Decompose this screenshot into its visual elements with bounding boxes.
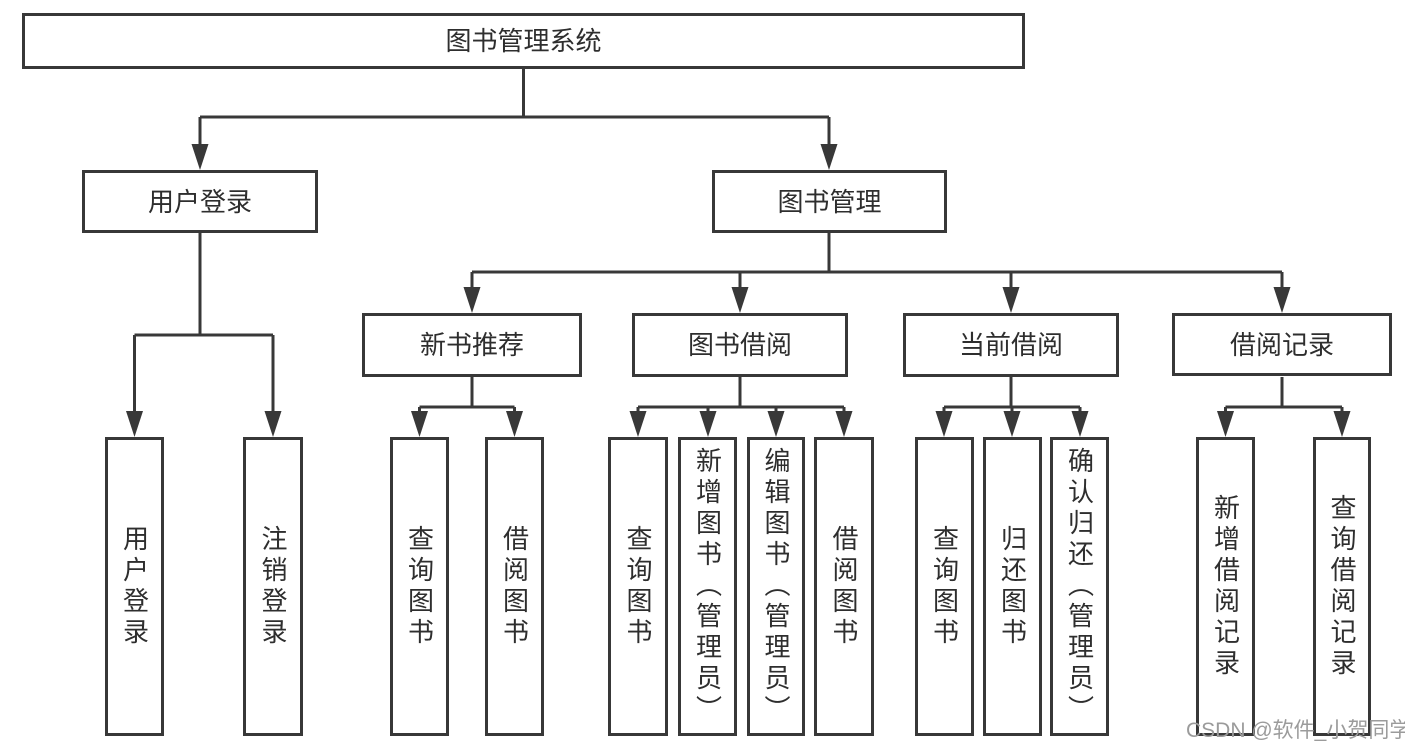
- leaf-return-book-label: 归还图书: [997, 524, 1028, 649]
- leaf-query-books-current-label: 查询图书: [929, 524, 960, 649]
- node-library-system-label: 图书管理系统: [445, 26, 602, 56]
- leaf-query-books-borrow: 查询图书: [608, 437, 668, 736]
- node-new-book-recommend: 新书推荐: [362, 313, 582, 377]
- node-book-borrow: 图书借阅: [632, 313, 848, 377]
- node-book-management-label: 图书管理: [777, 186, 882, 217]
- leaf-user-login-label: 用户登录: [119, 524, 150, 649]
- node-book-management: 图书管理: [712, 170, 947, 233]
- node-current-borrow-label: 当前借阅: [958, 330, 1063, 360]
- leaf-query-borrow-record-label: 查询借阅记录: [1327, 493, 1357, 680]
- leaf-add-book-admin: 新增图书（管理员）: [678, 437, 737, 736]
- leaf-query-books-current: 查询图书: [915, 437, 974, 736]
- leaf-query-books-borrow-label: 查询图书: [623, 524, 653, 649]
- node-new-book-recommend-label: 新书推荐: [419, 330, 524, 360]
- leaf-confirm-return-admin-label: 确认归还（管理员）: [1064, 447, 1095, 726]
- node-borrow-records-label: 借阅记录: [1229, 329, 1334, 360]
- leaf-user-login: 用户登录: [105, 437, 164, 736]
- csdn-watermark: CSDN @软件_小贺同学: [1186, 719, 1405, 742]
- arrowheads: [126, 144, 1351, 437]
- leaf-query-books-recommend: 查询图书: [390, 437, 449, 736]
- leaf-return-book: 归还图书: [983, 437, 1042, 736]
- leaf-query-books-recommend-label: 查询图书: [404, 524, 435, 649]
- node-user-login: 用户登录: [82, 170, 318, 233]
- leaf-edit-book-admin: 编辑图书（管理员）: [747, 437, 805, 736]
- leaf-add-book-admin-label: 新增图书（管理员）: [692, 447, 723, 726]
- leaf-borrow-books-recommend: 借阅图书: [485, 437, 544, 736]
- leaf-query-borrow-record: 查询借阅记录: [1313, 437, 1371, 736]
- leaf-borrow-books-recommend-label: 借阅图书: [499, 524, 530, 649]
- node-library-system: 图书管理系统: [22, 13, 1025, 69]
- leaf-add-borrow-record: 新增借阅记录: [1196, 437, 1255, 736]
- node-current-borrow: 当前借阅: [903, 313, 1119, 377]
- leaf-logout: 注销登录: [243, 437, 303, 736]
- leaf-confirm-return-admin: 确认归还（管理员）: [1050, 437, 1109, 736]
- leaf-borrow-books-borrow: 借阅图书: [814, 437, 874, 736]
- node-user-login-label: 用户登录: [147, 186, 252, 217]
- leaf-edit-book-admin-label: 编辑图书（管理员）: [761, 447, 791, 726]
- leaf-borrow-books-borrow-label: 借阅图书: [829, 524, 859, 649]
- node-book-borrow-label: 图书借阅: [687, 330, 792, 360]
- leaf-add-borrow-record-label: 新增借阅记录: [1210, 493, 1241, 680]
- node-borrow-records: 借阅记录: [1172, 313, 1392, 376]
- leaf-logout-label: 注销登录: [258, 524, 288, 649]
